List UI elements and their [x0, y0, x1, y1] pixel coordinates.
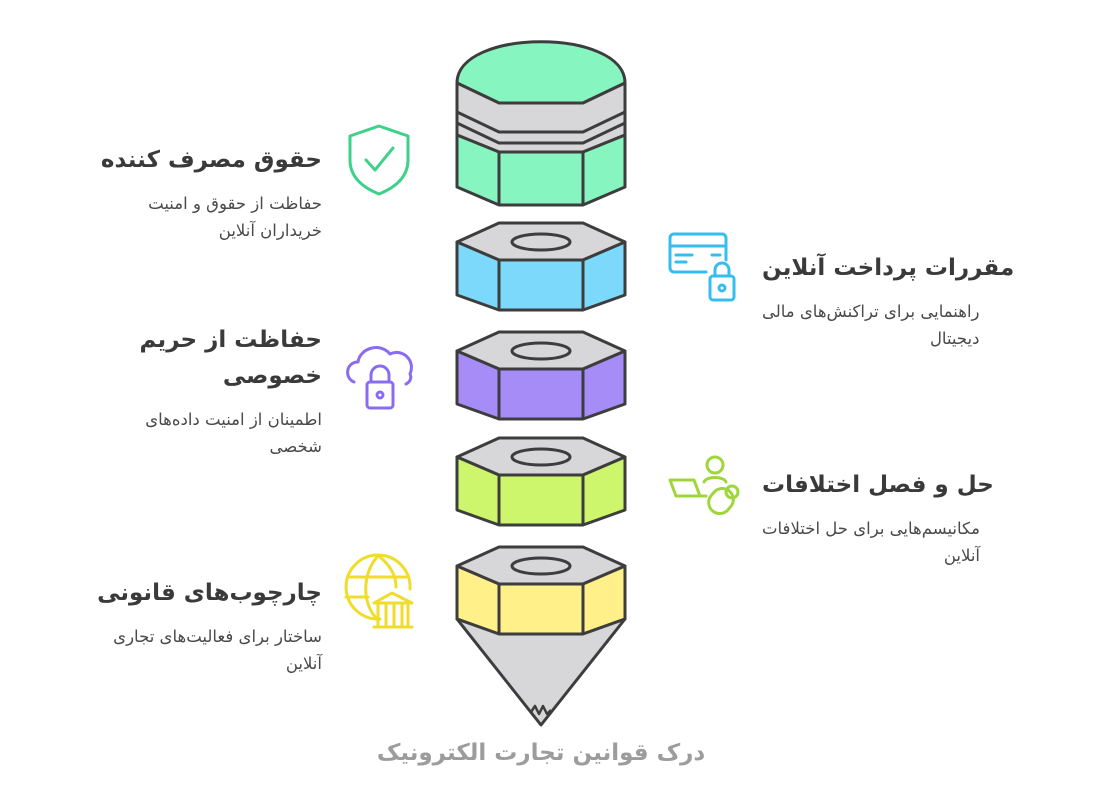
pencil-nut-4 — [455, 545, 627, 636]
pencil-nut-3 — [455, 436, 627, 527]
desc-line: شخصی — [269, 437, 322, 456]
item-privacy: حفاظت از حریم خصوصی اطمینان از امنیت داده… — [22, 322, 322, 460]
diagram-title: درک قوانین تجارت الکترونیک — [376, 740, 706, 766]
item-desc: مکانیسم‌هایی برای حل اختلافات آنلاین — [762, 515, 980, 569]
desc-line: مکانیسم‌هایی برای حل اختلافات — [762, 519, 981, 538]
desc-line: آنلاین — [285, 654, 322, 673]
item-title: حل و فصل اختلافات — [762, 472, 994, 498]
item-desc: راهنمایی برای تراکنش‌های مالی دیجیتال — [762, 298, 980, 352]
item-legal-frameworks: چارچوب‌های قانونی ساختار برای فعالیت‌های… — [22, 575, 322, 677]
desc-line: آنلاین — [943, 546, 981, 565]
item-desc: حفاظت از حقوق و امنیت خریداران آنلاین — [22, 190, 322, 244]
shield-check-icon — [348, 124, 410, 196]
desc-line: اطمینان از امنیت داده‌های — [145, 410, 322, 429]
item-dispute-resolution: حل و فصل اختلافات مکانیسم‌هایی برای حل ا… — [762, 467, 1082, 569]
globe-bank-icon — [344, 553, 414, 629]
pencil-tip — [455, 617, 627, 727]
item-consumer-rights: حقوق مصرف کننده حفاظت از حقوق و امنیت خری… — [22, 142, 322, 244]
item-title: حفاظت از حریم خصوصی — [22, 322, 322, 394]
item-title: مقررات پرداخت آنلاین — [762, 255, 1015, 281]
pencil-nut-2 — [455, 330, 627, 421]
cloud-lock-icon — [346, 346, 413, 410]
item-title: حقوق مصرف کننده — [100, 147, 322, 173]
pencil-eraser-cap — [455, 40, 627, 207]
item-title: چارچوب‌های قانونی — [97, 580, 322, 606]
desc-line: دیجیتال — [929, 329, 980, 348]
item-desc: اطمینان از امنیت داده‌های شخصی — [22, 406, 322, 460]
title-line: خصوصی — [222, 363, 322, 389]
desc-line: ساختار برای فعالیت‌های تجاری — [113, 627, 322, 646]
item-online-payment: مقررات پرداخت آنلاین راهنمایی برای تراکن… — [762, 250, 1082, 352]
desc-line: راهنمایی برای تراکنش‌های مالی — [762, 302, 980, 321]
item-desc: ساختار برای فعالیت‌های تجاری آنلاین — [22, 623, 322, 677]
title-line: حفاظت از حریم — [139, 327, 322, 353]
desc-line: حفاظت از حقوق و امنیت — [148, 194, 322, 213]
credit-card-lock-icon — [668, 232, 736, 302]
desc-line: خریداران آنلاین — [218, 221, 322, 240]
pencil-nut-1 — [455, 221, 627, 312]
people-laptop-icon — [668, 455, 740, 516]
